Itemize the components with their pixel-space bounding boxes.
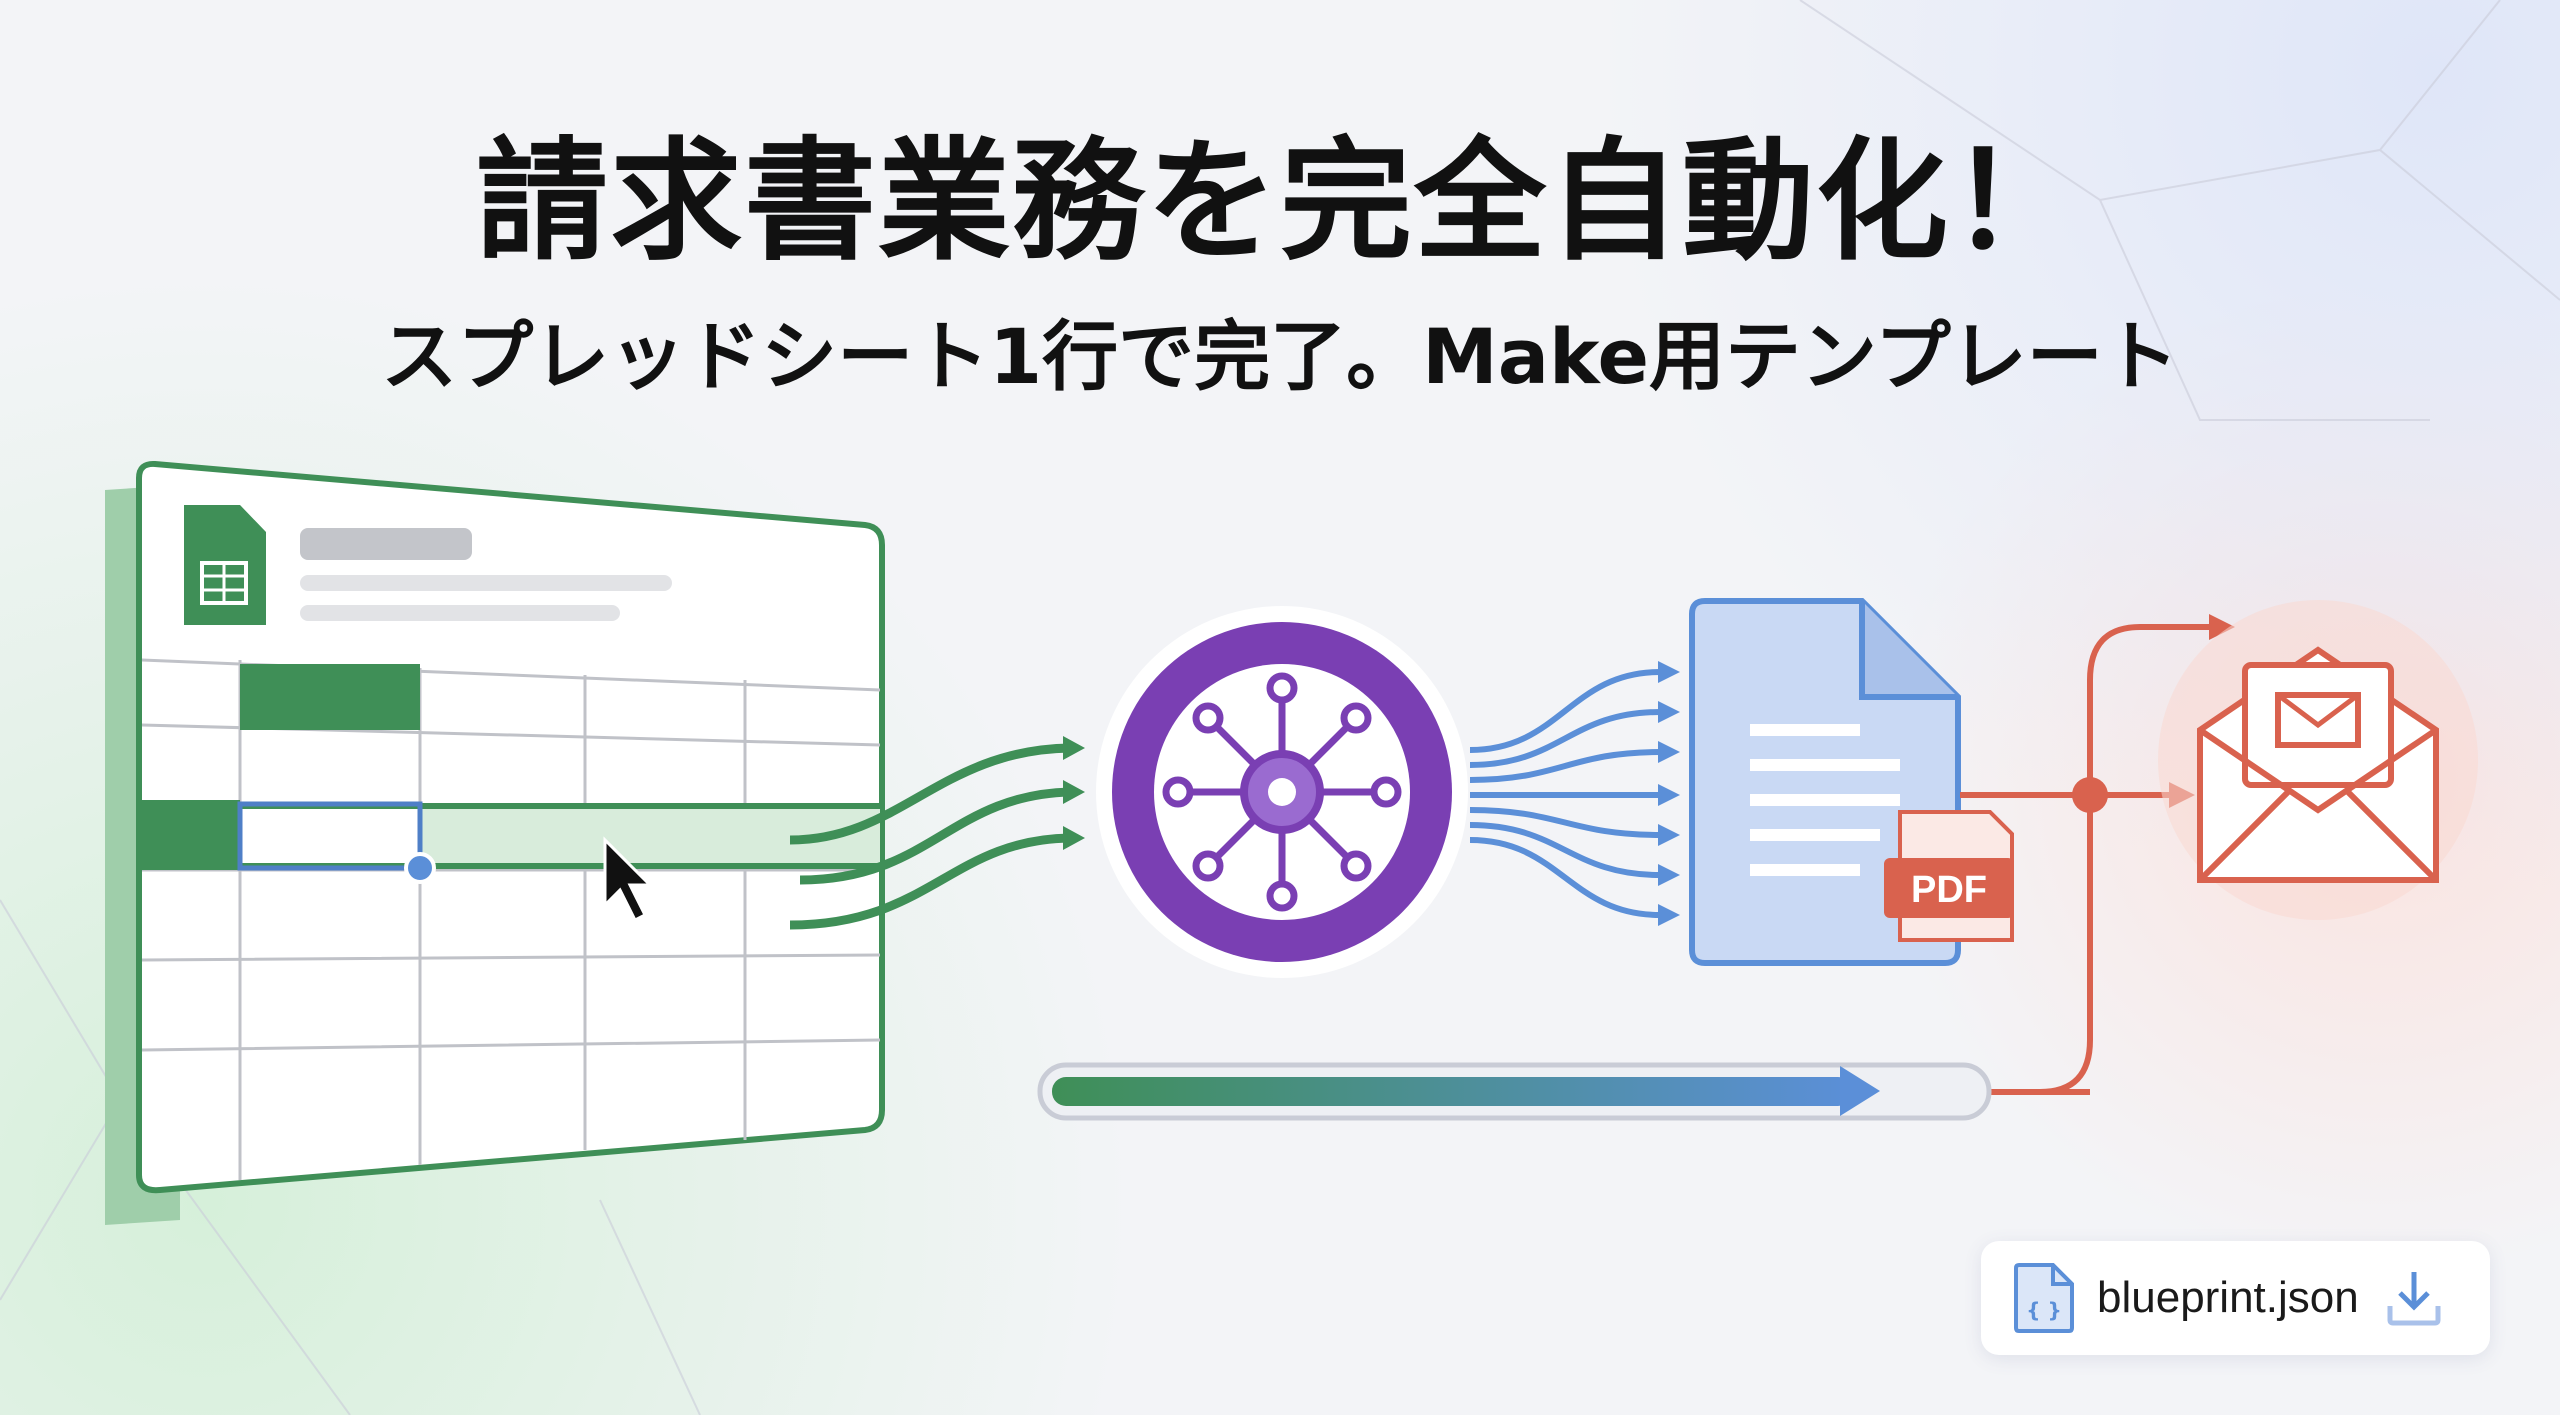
headline: 請求書業務を完全自動化！: [476, 125, 2084, 279]
svg-text:{ }: { }: [2026, 1298, 2061, 1322]
sheets-icon: [184, 505, 266, 625]
pdf-label: PDF: [1911, 869, 1987, 911]
download-icon[interactable]: [2387, 1270, 2441, 1326]
pdf-badge: PDF: [1884, 810, 2014, 942]
blueprint-download-button[interactable]: { } blueprint.json: [1981, 1241, 2490, 1355]
progress-bar: [1037, 1062, 1992, 1121]
json-file-icon: { }: [2014, 1263, 2074, 1333]
blue-flow-arrows: [1469, 669, 1661, 918]
filename: blueprint.json: [2097, 1273, 2359, 1322]
email-envelope-icon: [2158, 600, 2478, 920]
subheadline: スプレッドシート1行で完了。Make用テンプレート: [381, 312, 2179, 401]
green-flow-arrows: [789, 743, 1071, 930]
fill-handle: [404, 852, 436, 884]
spreadsheet-illustration: [105, 460, 885, 1225]
cursor-icon: [603, 836, 654, 923]
make-hub-icon: [1096, 606, 1468, 978]
